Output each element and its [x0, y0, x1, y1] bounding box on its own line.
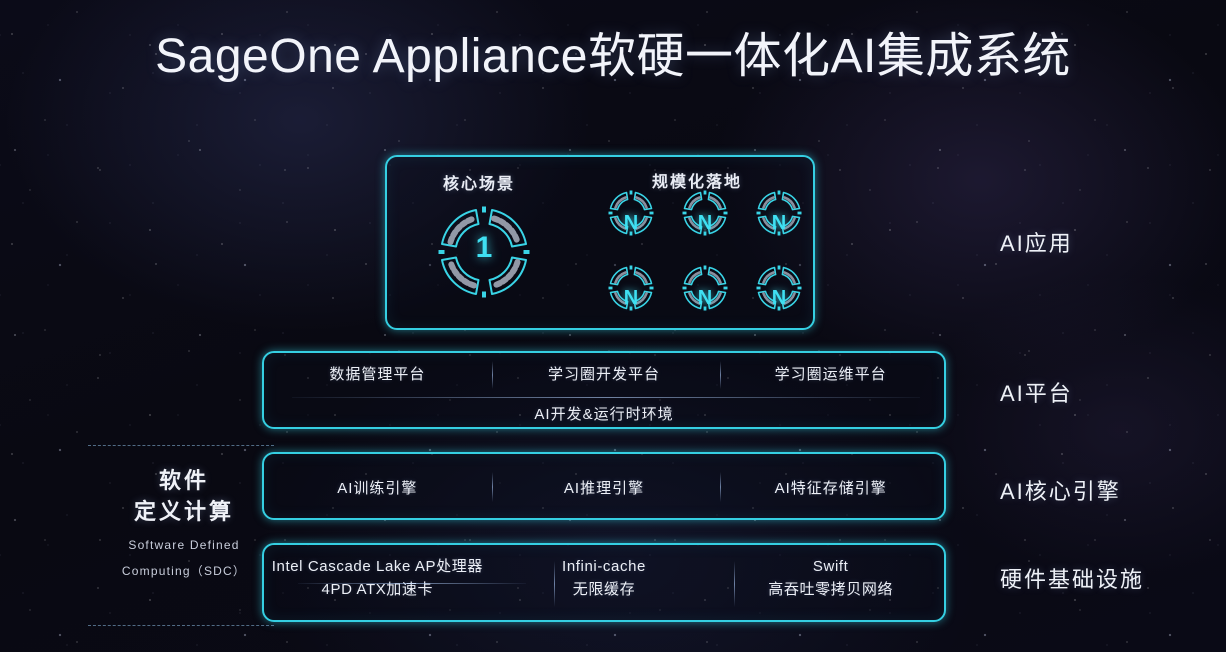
hardware-item-line1: Swift [812, 558, 849, 575]
divider [492, 472, 493, 502]
ai-core-engine-item: AI特征存储引擎 [774, 480, 887, 497]
page-title: SageOne Appliance软硬一体化AI集成系统 [155, 30, 1071, 83]
ai-core-engine-items-row: AI训练引擎 AI推理引擎 AI特征存储引擎 [264, 477, 944, 498]
scaled-rollout-emblem-label: N [697, 286, 713, 309]
scaled-rollout-emblem-label: N [771, 286, 787, 309]
ai-core-engine-item: AI训练引擎 [337, 480, 418, 497]
scaled-rollout-emblem-label: N [771, 211, 787, 234]
scaled-rollout-emblem-label: N [623, 286, 639, 309]
hardware-infrastructure-layer-box: Intel Cascade Lake AP处理器 4PD ATX加速卡 Infi… [262, 543, 946, 622]
ai-platform-item: 数据管理平台 [329, 366, 426, 383]
hardware-items-row: Intel Cascade Lake AP处理器 4PD ATX加速卡 Infi… [264, 555, 944, 602]
core-scenario-heading: 核心场景 [443, 176, 516, 193]
ai-core-engine-layer-box: AI训练引擎 AI推理引擎 AI特征存储引擎 [262, 452, 946, 520]
software-defined-computing-label: 软件 定义计算 Software Defined Computing（SDC） [96, 466, 272, 581]
divider [492, 361, 493, 389]
ai-platform-item: 学习圈运维平台 [774, 366, 887, 383]
side-label-ai-platform: AI平台 [1000, 381, 1073, 406]
side-label-ai-core-engine: AI核心引擎 [1000, 479, 1121, 504]
sdc-cn-line2: 定义计算 [133, 498, 234, 524]
hardware-item: Infini-cache 无限缓存 [491, 555, 718, 602]
hardware-item-line2: 无限缓存 [572, 581, 636, 599]
divider [720, 361, 721, 389]
divider [734, 561, 735, 607]
sdc-bracket-top-divider [88, 445, 274, 446]
sdc-en-line2: Computing（SDC） [121, 564, 247, 579]
sdc-cn-line1: 软件 [158, 468, 209, 493]
scaled-rollout-emblem: N [748, 196, 810, 250]
scaled-rollout-emblem-label: N [623, 211, 639, 234]
ai-platform-item: 学习圈开发平台 [548, 366, 661, 383]
hardware-item-line2: 4PD ATX加速卡 [321, 581, 434, 599]
ai-core-engine-item: AI推理引擎 [563, 480, 645, 497]
divider [554, 561, 555, 607]
scaled-rollout-emblem-grid: N N N N N N [600, 196, 812, 312]
scaled-rollout-emblem: N [674, 196, 736, 250]
scaled-rollout-emblem-label: N [697, 211, 713, 234]
sdc-en-line1: Software Defined [128, 537, 240, 552]
divider [720, 472, 721, 502]
side-label-hardware-infra: 硬件基础设施 [1000, 567, 1145, 592]
hardware-item-line1: Intel Cascade Lake AP处理器 [271, 558, 483, 575]
scaled-rollout-heading: 规模化落地 [652, 174, 743, 191]
core-scenario-emblem: 1 [436, 200, 532, 296]
hardware-item-line1: Infini-cache [562, 558, 646, 575]
divider [292, 397, 920, 398]
core-scenario-emblem-label: 1 [475, 231, 493, 264]
ai-platform-items-row: 数据管理平台 学习圈开发平台 学习圈运维平台 [264, 363, 944, 384]
ai-platform-subtitle: AI开发&运行时环境 [534, 406, 674, 423]
scaled-rollout-emblem: N [600, 196, 662, 250]
scaled-rollout-emblem: N [748, 271, 810, 325]
hardware-item: Intel Cascade Lake AP处理器 4PD ATX加速卡 [264, 555, 491, 602]
ai-platform-layer-box: 数据管理平台 学习圈开发平台 学习圈运维平台 AI开发&运行时环境 [262, 351, 946, 429]
ai-platform-subtitle-row: AI开发&运行时环境 [264, 403, 944, 424]
ai-application-layer-box [385, 155, 815, 330]
scaled-rollout-emblem: N [674, 271, 736, 325]
hardware-item: Swift 高吞吐零拷贝网络 [717, 555, 944, 602]
hardware-item-line2: 高吞吐零拷贝网络 [768, 581, 894, 599]
sdc-bracket-bottom-divider [88, 625, 274, 626]
side-label-ai-application: AI应用 [1000, 231, 1073, 256]
scaled-rollout-emblem: N [600, 271, 662, 325]
divider [298, 583, 526, 584]
